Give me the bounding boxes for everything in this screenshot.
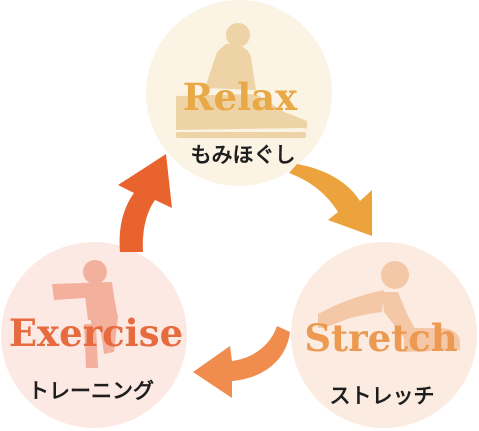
massage-figure-icon — [176, 23, 307, 138]
arrow-exercise-to-relax — [118, 154, 172, 252]
arrow-stretch-to-exercise — [193, 326, 290, 398]
relax-node: Relax もみほぐし — [146, 0, 332, 186]
exercise-title: Exercise — [9, 311, 183, 355]
relax-circle — [146, 0, 332, 186]
exercise-subtitle: トレーニング — [28, 379, 154, 403]
stretch-circle — [291, 242, 477, 428]
relax-subtitle: もみほぐし — [191, 143, 296, 167]
stretch-title: Stretch — [304, 316, 457, 360]
stretching-figure-icon — [318, 261, 460, 352]
arrow-relax-to-stretch — [289, 164, 372, 236]
exercise-node: Exercise トレーニング — [1, 242, 187, 428]
relax-title: Relax — [183, 75, 298, 119]
stretch-node: Stretch ストレッチ — [291, 242, 477, 428]
squat-figure-icon — [52, 260, 118, 368]
stretch-subtitle: ストレッチ — [330, 384, 435, 408]
